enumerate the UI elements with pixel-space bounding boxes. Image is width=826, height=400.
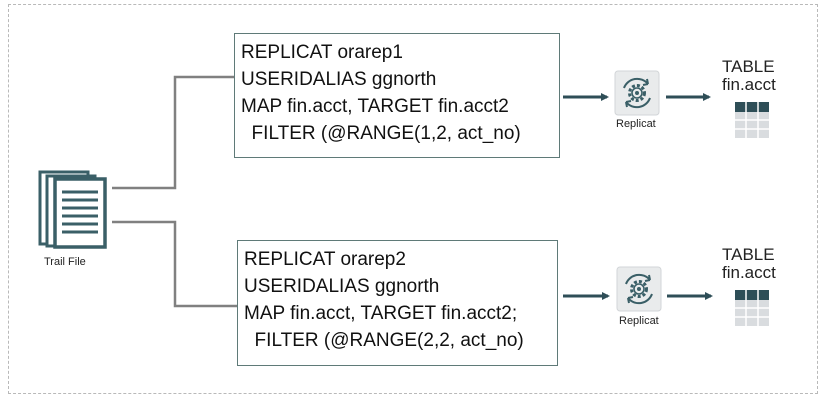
replicat2-label: Replicat <box>619 315 659 327</box>
table-grid-icon <box>735 102 769 138</box>
table2-caption-line2: fin.acct <box>722 263 776 282</box>
table2-caption-line1: TABLE <box>722 245 775 264</box>
table-grid-icon <box>735 290 769 326</box>
config-line: REPLICAT orarep1 <box>241 42 403 63</box>
table1-caption-line1: TABLE <box>722 57 775 76</box>
replicat1-config-box: REPLICAT orarep1 USERIDALIAS ggnorth MAP… <box>234 33 560 158</box>
gear-cycle-icon <box>614 70 660 116</box>
table1-caption: TABLE fin.acct <box>722 58 776 94</box>
config-line: REPLICAT orarep2 <box>244 249 406 270</box>
replicat1-label: Replicat <box>616 118 656 130</box>
table1-caption-line2: fin.acct <box>722 75 776 94</box>
document-stack-icon <box>38 170 107 249</box>
config-line: FILTER (@RANGE(2,2, act_no) <box>244 330 524 351</box>
config-line: USERIDALIAS ggnorth <box>241 69 437 90</box>
replicat2-config-box: REPLICAT orarep2 USERIDALIAS ggnorth MAP… <box>237 240 558 366</box>
config-line: MAP fin.acct, TARGET fin.acct2; <box>244 303 518 324</box>
gear-cycle-icon <box>616 266 662 312</box>
trail-to-replicat2-connector <box>112 220 237 308</box>
table2-caption: TABLE fin.acct <box>722 246 776 282</box>
config-line: MAP fin.acct, TARGET fin.acct2 <box>241 96 509 117</box>
config-line: USERIDALIAS ggnorth <box>244 276 440 297</box>
diagram-frame <box>8 4 818 394</box>
trail-to-replicat1-connector <box>112 75 234 190</box>
trail-file-label: Trail File <box>44 256 86 268</box>
config-line: FILTER (@RANGE(1,2, act_no) <box>241 123 521 144</box>
